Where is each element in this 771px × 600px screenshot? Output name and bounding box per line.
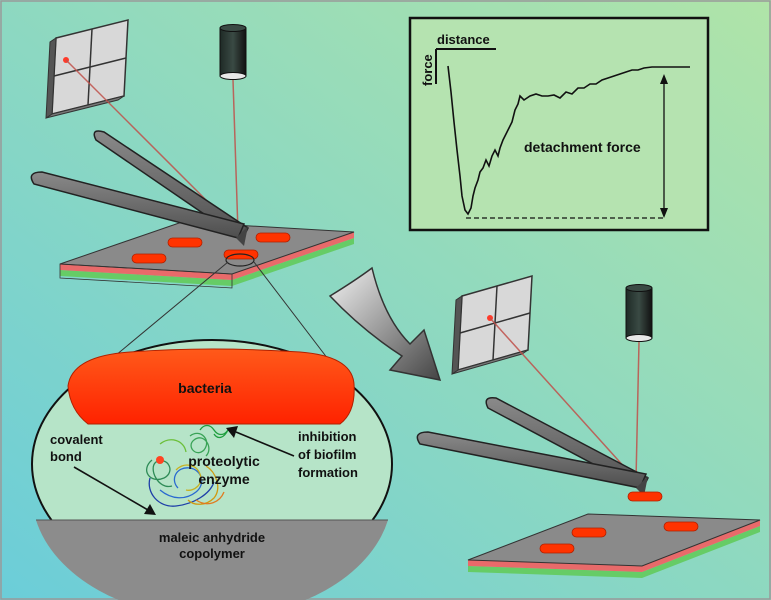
afm-setup-bottom [416, 274, 761, 578]
inhibition-label-line1: inhibition [298, 429, 357, 444]
laser-source-icon [219, 24, 247, 80]
copolymer-label-line2: copolymer [179, 546, 245, 561]
copolymer-label-line1: maleic anhydride [159, 530, 265, 545]
covalent-bond-label-line2: bond [50, 449, 82, 464]
laser-beam-incident [232, 79, 239, 233]
inhibition-arrow [226, 426, 295, 457]
photodiode-detector-icon [45, 19, 129, 119]
axis-label-force: force [420, 54, 435, 86]
axis-label-distance: distance [437, 32, 490, 47]
afm-setup-top [30, 19, 355, 289]
force-curve-line [447, 65, 690, 216]
bacteria-label: bacteria [178, 380, 232, 396]
enzyme-structure-icon [146, 424, 229, 507]
detachment-force-label: detachment force [524, 139, 641, 155]
curved-arrow-icon [328, 266, 442, 381]
covalent-bond-arrow [73, 466, 156, 515]
enzyme-label-line1: proteolytic [188, 453, 260, 469]
covalent-bond-label-line1: covalent [50, 432, 103, 447]
inhibition-label-line3: formation [298, 465, 358, 480]
sample-plate-top [59, 221, 355, 289]
bacterium-zoom [67, 348, 355, 425]
inhibition-label-line2: of biofilm [298, 447, 357, 462]
sample-plate-bottom [467, 513, 761, 578]
cantilever-top [30, 130, 249, 246]
laser-source-icon [625, 284, 653, 342]
detachment-force-arrow [660, 74, 668, 218]
enzyme-label-line2: enzyme [198, 471, 250, 487]
zoom-detail: bacteria proteolytic enzyme covalent bon… [31, 261, 393, 600]
force-curve-inset: distance force detachment force [408, 16, 710, 232]
